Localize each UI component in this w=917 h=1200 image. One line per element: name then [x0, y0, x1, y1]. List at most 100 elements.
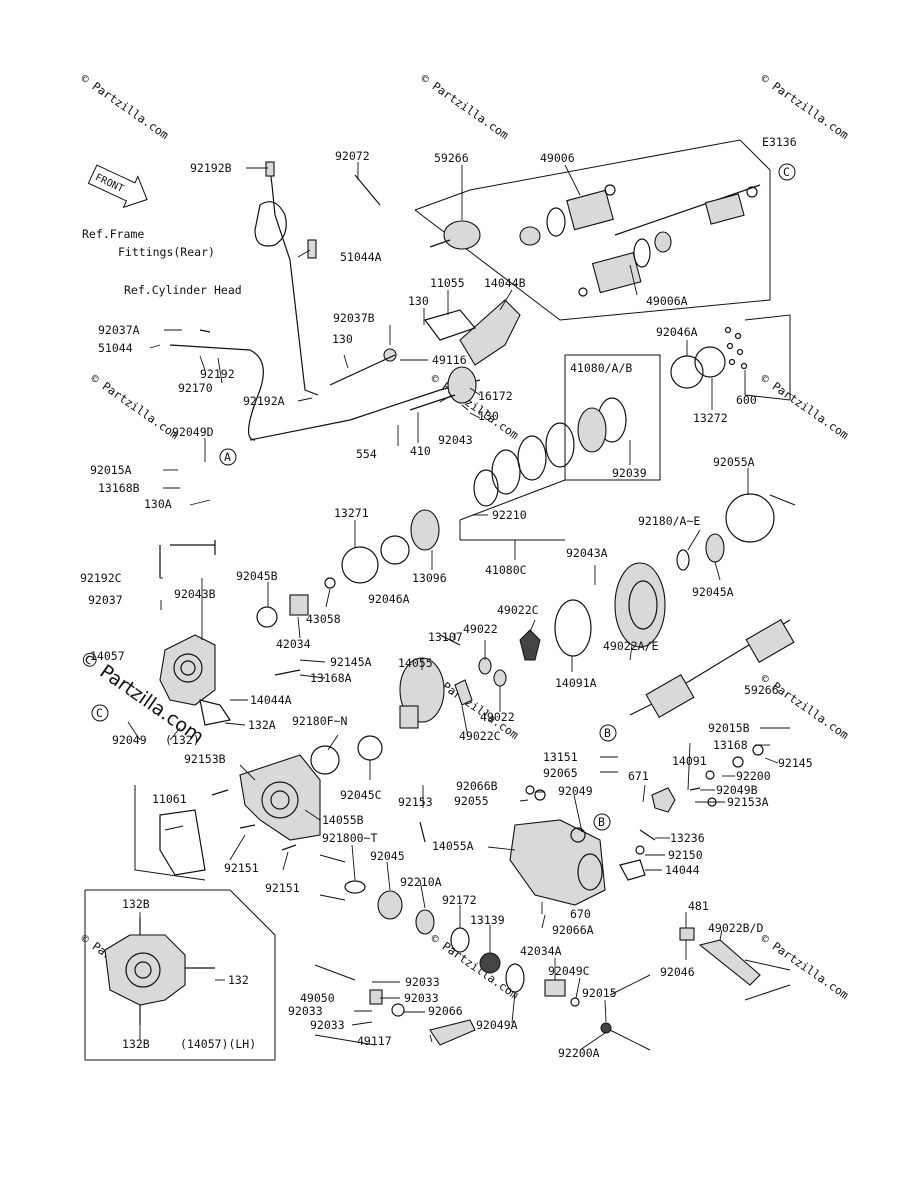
part-number-label: 49022C	[459, 729, 501, 743]
part-number-label: 92153B	[184, 752, 226, 766]
part-number-label: 49022	[480, 710, 515, 724]
part-number-label: 92055A	[713, 455, 755, 469]
part-number-label: 92200A	[558, 1046, 600, 1060]
part-number-label: 92065	[543, 766, 578, 780]
part-number-label: 92015	[582, 986, 617, 1000]
part-number-label: 13151	[543, 750, 578, 764]
part-number-label: 410	[410, 444, 431, 458]
part-number-label: 92039	[612, 466, 647, 480]
part-number-label: 92150	[668, 848, 703, 862]
part-number-label: 130	[478, 409, 499, 423]
part-number-label: 132B	[122, 1037, 150, 1051]
part-number-label: 14091	[672, 754, 707, 768]
part-number-label: 92049C	[548, 964, 590, 978]
clutch-plates	[473, 397, 627, 507]
part-number-label: 600	[736, 393, 757, 407]
part-number-label: 51044A	[340, 250, 382, 264]
part-number-label: 92049D	[172, 425, 214, 439]
part-number-label: 92037	[88, 593, 123, 607]
part-number-label: 92072	[335, 149, 370, 163]
part-number-label: 92015B	[708, 721, 750, 735]
part-number-label: 92151	[224, 861, 259, 875]
part-number-label: 92037B	[333, 311, 375, 325]
callout-b-lower: B	[599, 724, 617, 742]
part-number-label: 13272	[693, 411, 728, 425]
part-number-label: 92046A	[656, 325, 698, 339]
svg-text:C: C	[96, 706, 103, 720]
part-number-label: 92033	[405, 975, 440, 989]
part-number-label: 92192B	[190, 161, 232, 175]
part-number-label: 92170	[178, 381, 213, 395]
part-number-label: 92033	[288, 1004, 323, 1018]
svg-text:C: C	[783, 165, 790, 179]
part-number-label: 130A	[144, 497, 172, 511]
part-number-label: 49022B/D	[708, 921, 763, 935]
part-number-label: 51044	[98, 341, 133, 355]
part-number-label: 14091A	[555, 676, 597, 690]
watermark: © Partzilla.com	[418, 71, 511, 142]
part-number-label: 92045A	[692, 585, 734, 599]
part-number-label: 16172	[478, 389, 513, 403]
ref-cylinder-head: Ref.Cylinder Head	[124, 283, 242, 297]
part-number-label: 13107	[428, 630, 463, 644]
part-number-label: 13236	[670, 831, 705, 845]
part-number-label: (132)	[165, 733, 200, 747]
part-number-label: 92049	[112, 733, 147, 747]
part-number-label: 49022A/E	[603, 639, 658, 653]
parts-layer	[104, 161, 795, 1046]
part-number-label: 92180F~N	[292, 714, 347, 728]
part-number-label: 14044B	[484, 276, 526, 290]
part-number-label: 92192A	[243, 394, 285, 408]
part-number-label: 49050	[300, 991, 335, 1005]
part-number-label: 41080/A/B	[570, 361, 632, 375]
part-number-label: 92172	[442, 893, 477, 907]
part-number-label: 92066B	[456, 779, 498, 793]
part-number-label: 132A	[248, 718, 276, 732]
ref-frame-line2: Fittings(Rear)	[118, 245, 215, 259]
watermark: © Partzilla.com	[428, 931, 521, 1002]
part-number-label: 14055B	[322, 813, 364, 827]
part-number-label: 92145	[778, 756, 813, 770]
part-number-label: 92210	[492, 508, 527, 522]
drive-shaft-lower	[629, 618, 795, 719]
svg-text:B: B	[604, 726, 611, 740]
part-number-label: 671	[628, 769, 649, 783]
part-number-label: 49022C	[497, 603, 539, 617]
part-number-label: 13139	[470, 913, 505, 927]
part-number-label: 92151	[265, 881, 300, 895]
part-number-label: 14044A	[250, 693, 292, 707]
part-number-label: 11055	[430, 276, 465, 290]
assembly-frames	[84, 139, 796, 1061]
part-number-label: 92049	[558, 784, 593, 798]
part-number-label: 92043A	[566, 546, 608, 560]
part-number-label: 14055	[398, 656, 433, 670]
part-number-label: 92045	[370, 849, 405, 863]
ball-bearings	[724, 326, 748, 370]
part-number-label: 92043B	[174, 587, 216, 601]
part-number-label: 670	[570, 907, 591, 921]
part-number-label: 92046	[660, 965, 695, 979]
svg-text:A: A	[224, 450, 231, 464]
part-number-label: 14057	[90, 649, 125, 663]
part-number-label: 92049A	[476, 1018, 518, 1032]
part-number-label: 92045B	[236, 569, 278, 583]
ref-frame-line1: Ref.Frame	[82, 227, 144, 241]
front-arrow-icon: FRONT	[87, 164, 148, 209]
part-number-label: 14055A	[432, 839, 474, 853]
part-number-label: 14044	[665, 863, 700, 877]
part-number-label: 42034A	[520, 944, 562, 958]
part-number-label: 92049B	[716, 783, 758, 797]
part-number-label: 481	[688, 899, 709, 913]
part-number-label: 13271	[334, 506, 369, 520]
part-number-label: 92015A	[90, 463, 132, 477]
part-number-label: 49006	[540, 151, 575, 165]
callout-c-left: C	[91, 704, 109, 722]
part-number-label: 92066	[428, 1004, 463, 1018]
part-number-label: 42034	[276, 637, 311, 651]
part-number-label: 13096	[412, 571, 447, 585]
part-number-label: 43058	[306, 612, 341, 626]
part-number-label: 554	[356, 447, 377, 461]
callout-a: A	[219, 448, 237, 466]
part-number-label: 92210A	[400, 875, 442, 889]
